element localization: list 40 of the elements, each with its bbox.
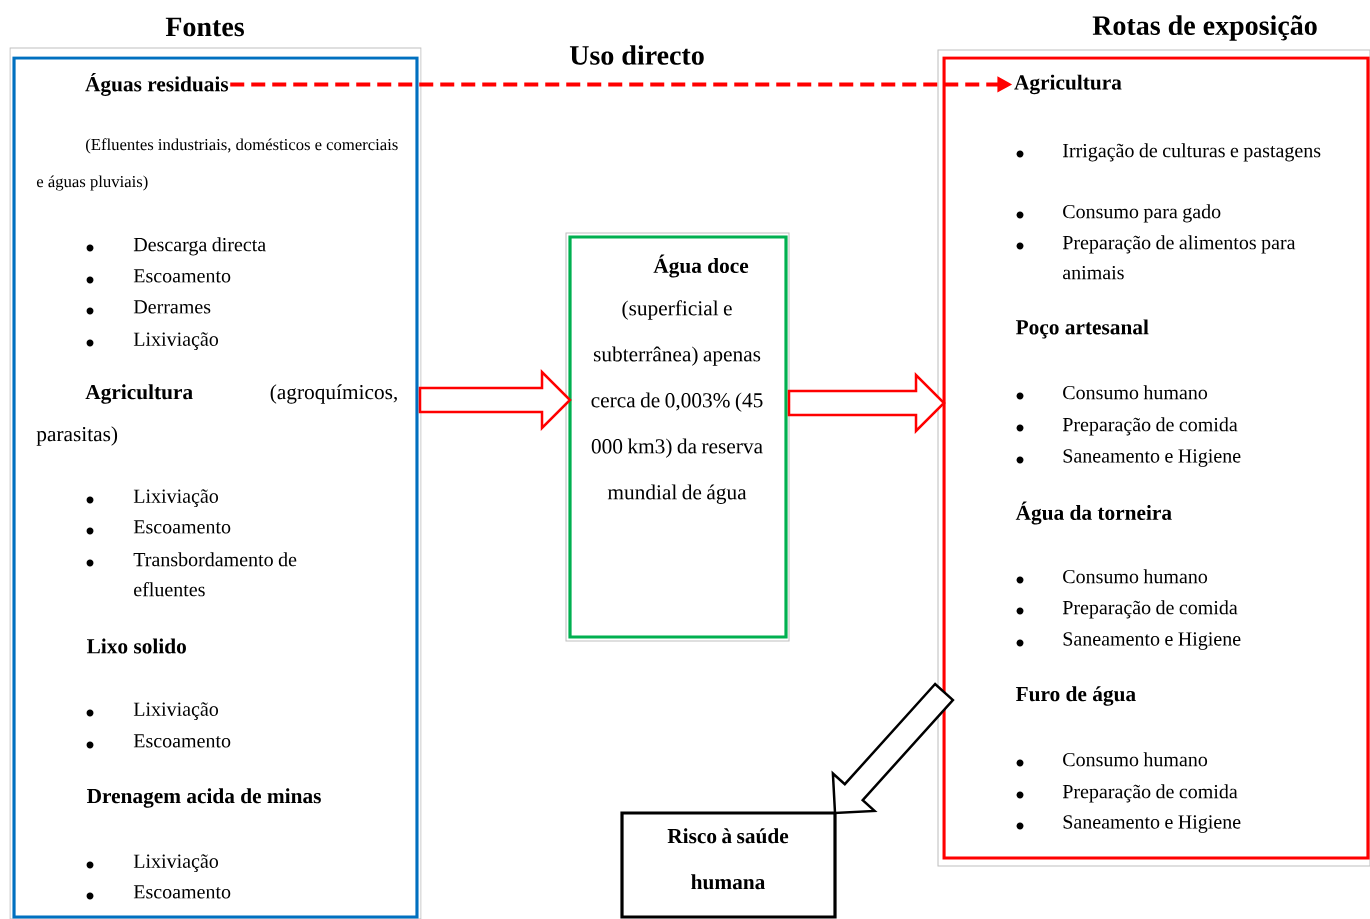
section-heading: Poço artesanal (1015, 319, 1149, 339)
section-heading: Água da torneira (1015, 501, 1172, 525)
bullet-item: Preparação de comida (1016, 784, 1238, 803)
bullet-item: Preparação de alimentos para animais (1016, 235, 1296, 280)
bullet-item: Lixiviação (86, 854, 219, 872)
bullet-item: Saneamento e Higiene (1016, 449, 1241, 467)
bullet-item: Preparação de comida (1016, 417, 1238, 436)
section-heading: Águas residuais (85, 72, 229, 96)
bullet-item: Consumo para gado (1016, 204, 1221, 223)
section-heading: Drenagem acida de minas (87, 788, 321, 808)
bullet-item: Consumo humano (1016, 385, 1208, 400)
bullet-item: Derrames (86, 300, 211, 315)
bullet-item: Descarga directa (86, 237, 266, 256)
section-heading: Lixo solido (86, 638, 186, 654)
block-arrow (787, 371, 946, 435)
bullet-item: Saneamento e Higiene (1016, 815, 1241, 833)
edge-label: Uso directo (566, 42, 708, 68)
bullet-item: Escoamento (86, 885, 231, 900)
section-heading: Agricultura (1014, 74, 1122, 95)
bullet-item: Consumo humano (1016, 752, 1208, 767)
bullet-item: Lixiviação (86, 489, 219, 507)
bullet-item: Escoamento (86, 520, 231, 535)
bullet-item: Lixiviação (86, 702, 219, 720)
bullet-item: Escoamento (86, 269, 231, 284)
bullet-item: Saneamento e Higiene (1016, 632, 1241, 650)
bullet-item: Preparação de comida (1016, 600, 1238, 619)
risk-box: Risco à saúde humana (620, 811, 837, 919)
bullet-item: Irrigação de culturas e pastagens (1016, 143, 1321, 162)
panel-title: Fontes (165, 17, 244, 37)
section-heading: Furo de água (1015, 686, 1136, 706)
bullet-item: Escoamento (86, 734, 231, 749)
block-arrow (418, 368, 572, 432)
freshwater-box: Água doce (superficial e subterrânea) apenas cerca de 0,003% (45 000 km3) da reserva mundial de água (565, 232, 790, 642)
panel-title: Rotas de exposição (1092, 15, 1317, 41)
block-arrow (831, 682, 955, 815)
bullet-item: Consumo humano (1016, 569, 1208, 584)
bullet-item: Transbordamento de efluentes (86, 552, 297, 597)
section-heading: Agricultura (agroquímicos, parasitas) (36, 384, 397, 446)
note-text: (Efluentes industriais, domésticos e comerciais e águas pluviais) (36, 138, 398, 191)
bullet-item: Lixiviação (86, 332, 219, 350)
